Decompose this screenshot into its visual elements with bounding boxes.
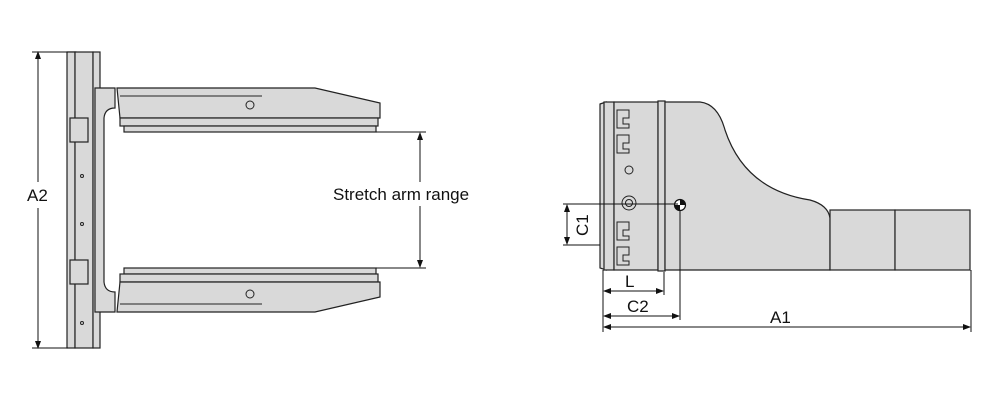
carriage-plate-left [66, 51, 76, 349]
pin-hole-icon [245, 289, 255, 299]
lower-arm-pad [119, 273, 379, 283]
side-shift-frame [613, 101, 659, 271]
upper-arm-pad [119, 117, 379, 127]
stretch-arm-range-label: Stretch arm range [333, 185, 469, 204]
arm-section-2 [894, 209, 971, 271]
carriage-bar [603, 101, 615, 271]
dimension-c2-label: C2 [627, 297, 649, 316]
rail-profile [616, 109, 630, 266]
arm-body [664, 101, 831, 271]
upper-arm-plate [123, 125, 377, 133]
mount-plate [657, 100, 666, 272]
arm-mount [94, 87, 116, 313]
bracket-top [69, 117, 89, 143]
lower-arm [116, 281, 381, 313]
arm-section-1 [829, 209, 896, 271]
bracket-bottom [69, 259, 89, 285]
carriage-frame [74, 51, 94, 349]
upper-arm [116, 87, 381, 119]
pin-hole-icon [245, 100, 255, 110]
side-view: L C2 A1 C1 [563, 100, 972, 332]
dimension-a2-label: A2 [27, 186, 48, 205]
front-view: A2 Stretch arm range [27, 51, 500, 349]
dimension-a1-label: A1 [770, 308, 791, 327]
lower-arm-plate [123, 267, 377, 275]
dimension-l-label: L [625, 272, 634, 291]
dimension-c1-label: C1 [573, 214, 592, 236]
